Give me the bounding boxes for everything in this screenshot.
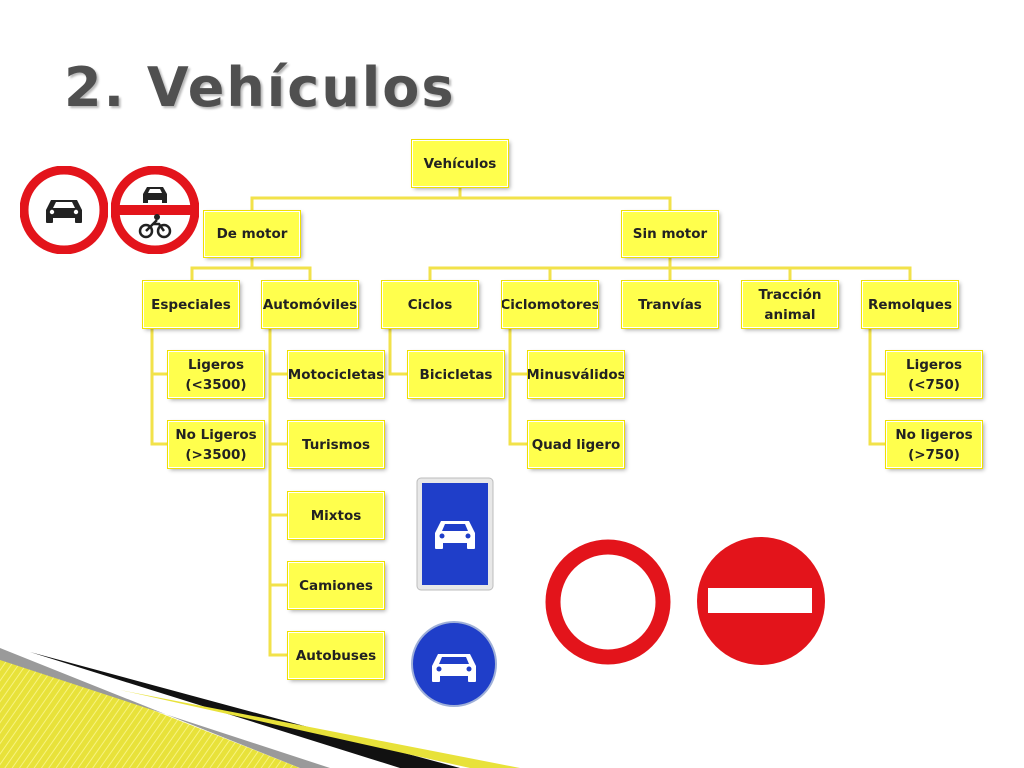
node-turismos: Turismos <box>287 420 385 469</box>
node-minusvalidos: Minusválidos <box>526 350 626 399</box>
node-sin-motor: Sin motor <box>621 210 719 258</box>
node-ligeros-750: Ligeros (<750) <box>885 350 983 399</box>
node-tranvias: Tranvías <box>621 280 719 329</box>
node-de-motor: De motor <box>203 210 301 258</box>
node-mixtos: Mixtos <box>287 491 385 540</box>
node-automoviles: Automóviles <box>261 280 359 329</box>
node-quad-ligero: Quad ligero <box>527 420 625 469</box>
node-remolques: Remolques <box>861 280 959 329</box>
node-ligeros-3500: Ligeros (<3500) <box>167 350 265 399</box>
node-vehiculos: Vehículos <box>411 139 509 188</box>
node-ciclos: Ciclos <box>381 280 479 329</box>
car-lane-sign-icon <box>416 477 494 591</box>
no-motor-vehicles-sign-icon <box>111 166 199 254</box>
slide-title: 2. Vehículos <box>64 56 456 119</box>
node-motocicletas: Motocicletas <box>287 350 385 399</box>
node-especiales: Especiales <box>142 280 240 329</box>
no-cars-sign-icon <box>20 166 108 254</box>
node-no-ligeros-750: No ligeros (>750) <box>885 420 983 469</box>
node-bicicletas: Bicicletas <box>407 350 505 399</box>
node-ciclomotores: Ciclomotores <box>500 280 600 329</box>
no-entry-vehicles-sign-icon <box>545 539 671 665</box>
no-entry-sign-icon <box>697 537 825 665</box>
node-traccion-animal: Tracción animal <box>741 280 839 329</box>
car-mandatory-sign-icon <box>411 621 497 707</box>
node-no-ligeros-3500: No Ligeros (>3500) <box>167 420 265 469</box>
node-autobuses: Autobuses <box>287 631 385 680</box>
node-camiones: Camiones <box>287 561 385 610</box>
